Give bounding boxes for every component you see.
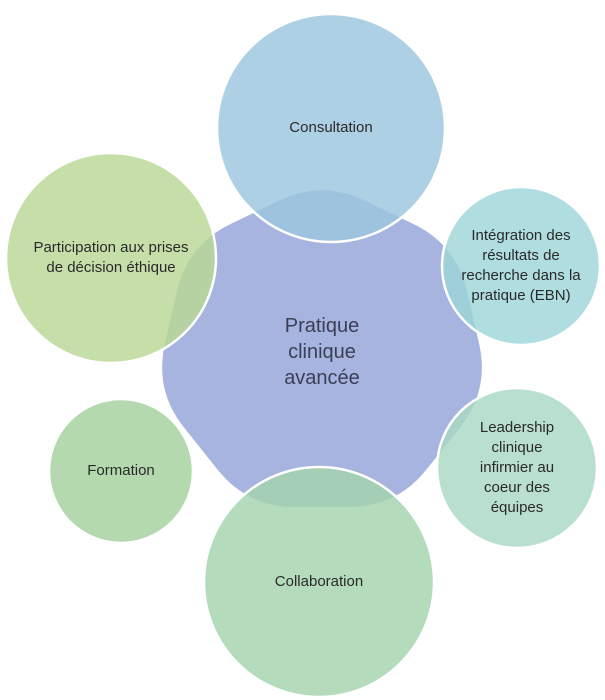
circle-ebn	[440, 185, 602, 347]
circle-consultation	[215, 12, 447, 244]
circle-leadership	[435, 386, 599, 550]
circle-ethique	[4, 151, 218, 365]
center-heptagon	[162, 190, 482, 507]
circle-collaboration	[202, 465, 436, 699]
circle-formation	[47, 397, 195, 545]
